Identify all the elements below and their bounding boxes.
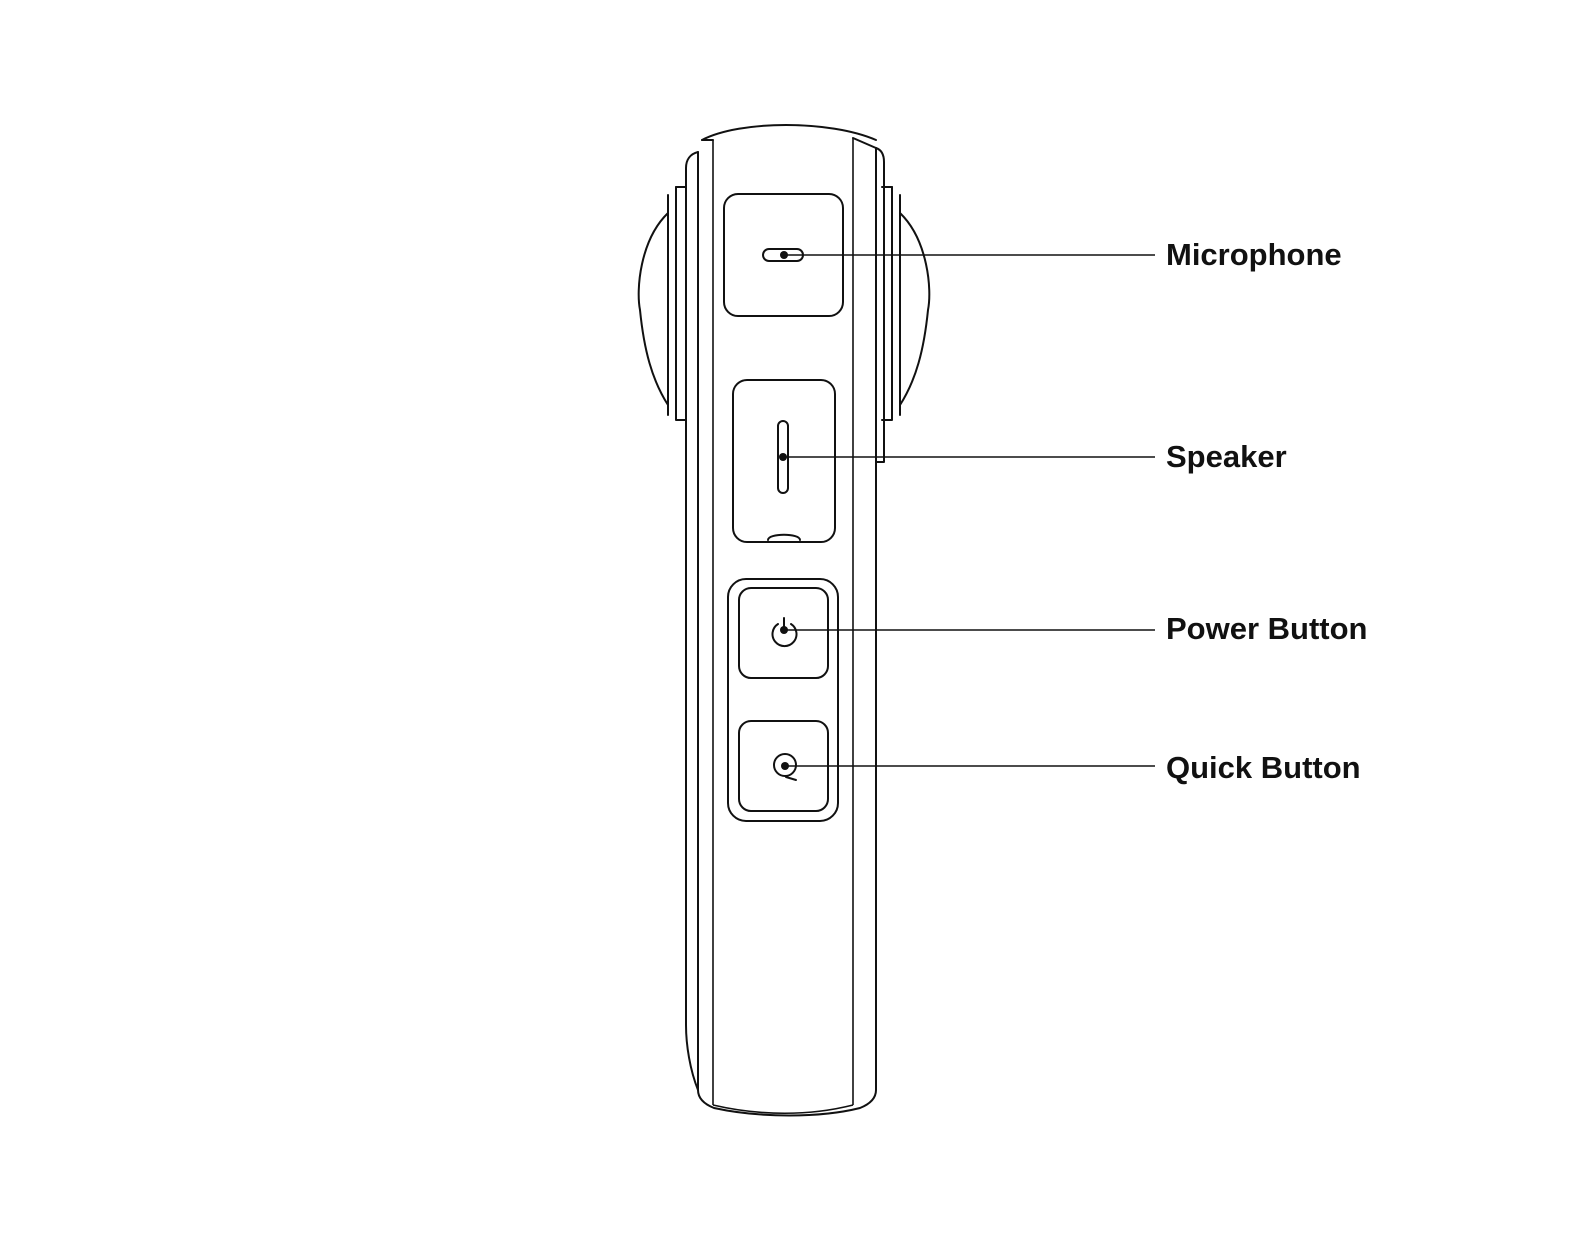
- microphone-label: Microphone: [1166, 237, 1342, 272]
- power-button-label: Power Button: [1166, 611, 1368, 646]
- quick-button-label: Quick Button: [1166, 750, 1361, 785]
- speaker-label: Speaker: [1166, 439, 1287, 474]
- leader-quick: [781, 762, 1155, 770]
- leader-power: [780, 626, 1155, 634]
- button-group: [727, 578, 839, 822]
- leader-microphone: [780, 251, 1155, 259]
- right-lens: [881, 186, 931, 421]
- speaker-module: [732, 379, 836, 543]
- left-lens: [637, 186, 687, 421]
- leader-speaker: [779, 453, 1155, 461]
- q-icon: [773, 753, 797, 781]
- camera-body: [685, 124, 885, 1117]
